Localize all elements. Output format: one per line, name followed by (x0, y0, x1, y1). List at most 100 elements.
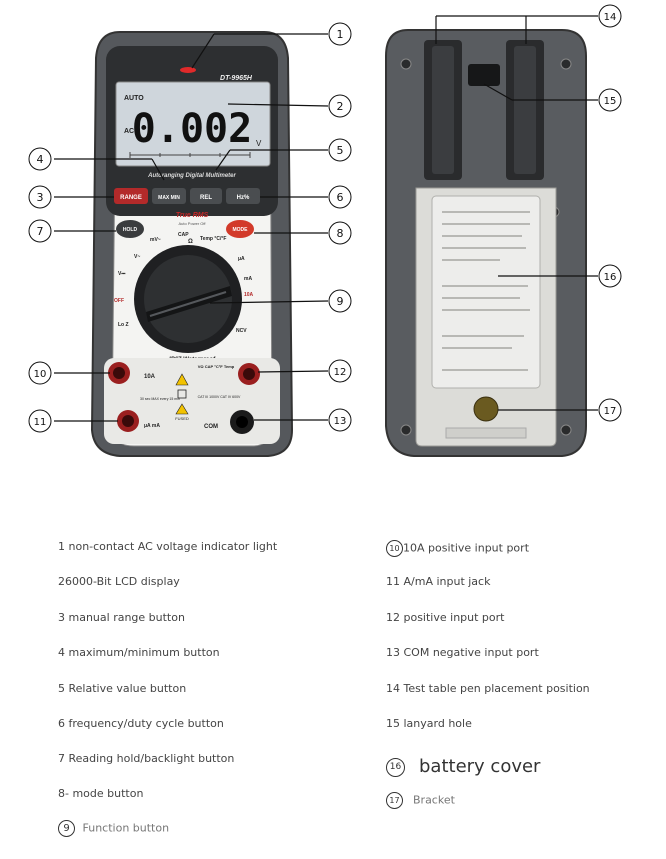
bracket-screw (473, 396, 499, 422)
callout-6-num: 6 (337, 191, 344, 204)
callout-13: 13 (328, 408, 352, 432)
callout-11: 11 (28, 409, 52, 433)
legend-item-16-text: battery cover (419, 756, 541, 777)
double-insulation-icon (177, 389, 187, 399)
port-com[interactable] (230, 410, 254, 434)
legend-item-12: 12 positive input port (386, 611, 505, 624)
legend-item-14: 14 Test table pen placement position (386, 682, 590, 695)
legend-item-9-num: 9 (58, 820, 75, 837)
callout-17: 17 (598, 398, 622, 422)
dial-top-cap: CAP (178, 232, 189, 238)
legend-item-1: 1 non-contact AC voltage indicator light (58, 540, 278, 553)
callout-4-num: 4 (37, 153, 44, 166)
legend-item-16: 16 battery cover (386, 756, 540, 777)
hz-button[interactable]: Hz% (226, 188, 260, 204)
screw-icon (560, 58, 572, 70)
callout-12-num: 12 (334, 367, 347, 378)
dial-right-2: mA (244, 276, 252, 282)
hold-button-label: HOLD (123, 227, 138, 233)
callout-1-num: 1 (337, 28, 344, 41)
port-ua-ma[interactable] (117, 410, 139, 432)
lcd-ac: AC (124, 128, 134, 135)
callout-14-num: 14 (604, 12, 617, 23)
dial-right-1: μA (238, 256, 245, 262)
ncv-indicator-light (180, 67, 196, 73)
port-vohm[interactable] (238, 363, 260, 385)
screw-icon (560, 424, 572, 436)
callout-9-num: 9 (337, 295, 344, 308)
function-dial[interactable] (134, 245, 242, 353)
mode-button-label: MODE (233, 227, 249, 233)
multimeter-diagram: DT-9965H AUTO AC 0.002 V Autoranging Dig… (28, 4, 622, 457)
port-note-right: CAT III 1000V CAT IV 600V (198, 395, 241, 399)
screw-icon (400, 58, 412, 70)
legend-item-3: 3 manual range button (58, 611, 185, 624)
callout-4: 4 (28, 147, 52, 171)
probe-holder-right (506, 40, 544, 180)
port-10a[interactable] (108, 362, 130, 384)
meter-back (385, 29, 587, 457)
callout-2-num: 2 (337, 100, 344, 113)
legend-item-16-num: 16 (386, 757, 405, 777)
callout-8: 8 (328, 221, 352, 245)
legend-item-4: 4 maximum/minimum button (58, 646, 220, 659)
model-label: DT-9965H (220, 75, 253, 82)
auto-power-off-label: Auto Power Off (178, 221, 206, 226)
meter-subtitle: Autoranging Digital Multimeter (147, 173, 236, 179)
port-vohm-label: VΩ CAP °C°F Temp (198, 364, 235, 369)
warning-icon-1 (175, 373, 189, 386)
callout-8-num: 8 (337, 227, 344, 240)
legend-item-7: 7 Reading hold/backlight button (58, 752, 235, 765)
callout-1: 1 (328, 22, 352, 46)
callout-10-num: 10 (34, 369, 47, 380)
hz-button-label: Hz% (237, 195, 250, 201)
dial-left-0: mV~ (150, 237, 161, 243)
callout-14: 14 (598, 4, 622, 28)
legend-item-17: 17 Bracket (386, 792, 455, 809)
port-note-fuse: FUSED (175, 416, 189, 421)
callout-11-num: 11 (34, 417, 47, 428)
callout-16-num: 16 (604, 272, 617, 283)
legend-item-10-text: 10A positive input port (403, 541, 530, 555)
callout-3: 3 (28, 185, 52, 209)
dial-right-3: 10A (244, 292, 254, 298)
mode-button[interactable]: MODE (226, 220, 254, 238)
callout-6: 6 (328, 185, 352, 209)
lanyard-hole (468, 64, 500, 86)
dial-top-ohm: Ω (188, 239, 193, 245)
lcd-unit: V (256, 139, 262, 148)
lcd-auto: AUTO (124, 95, 144, 102)
maxmin-button[interactable]: MAX MIN (152, 188, 186, 204)
callout-13-num: 13 (334, 416, 347, 427)
legend-item-6: 6 frequency/duty cycle button (58, 717, 224, 730)
callout-12: 12 (328, 359, 352, 383)
callout-5-num: 5 (337, 144, 344, 157)
maxmin-button-label: MAX MIN (158, 195, 180, 201)
callout-16: 16 (598, 264, 622, 288)
port-10a-label: 10A (144, 374, 156, 380)
range-button-label: RANGE (120, 195, 142, 201)
legend-item-17-num: 17 (386, 792, 403, 809)
port-com-label: COM (204, 424, 218, 430)
callout-5: 5 (328, 138, 352, 162)
callout-3-num: 3 (37, 191, 44, 204)
lcd-reading: 0.002 (132, 106, 252, 152)
legend-item-9: 9 Function button (58, 820, 169, 837)
dial-left-2: V⎓ (118, 271, 125, 277)
legend-item-11: 11 A/mA input jack (386, 575, 491, 588)
dial-right-4: NCV (236, 328, 247, 334)
probe-holder-left (424, 40, 462, 180)
callout-15-num: 15 (604, 96, 617, 107)
hold-button[interactable]: HOLD (116, 220, 144, 238)
rel-button[interactable]: REL (190, 188, 222, 204)
port-ua-ma-label: μA mA (144, 423, 160, 429)
range-button[interactable]: RANGE (114, 188, 148, 204)
callout-9: 9 (328, 289, 352, 313)
meter-front: DT-9965H AUTO AC 0.002 V Autoranging Dig… (90, 31, 294, 457)
legend-item-15: 15 lanyard hole (386, 717, 472, 730)
legend-item-17-text: Bracket (413, 793, 455, 807)
callout-17-num: 17 (604, 406, 617, 417)
legend-item-2: 26000-Bit LCD display (58, 575, 180, 588)
callout-2: 2 (328, 94, 352, 118)
